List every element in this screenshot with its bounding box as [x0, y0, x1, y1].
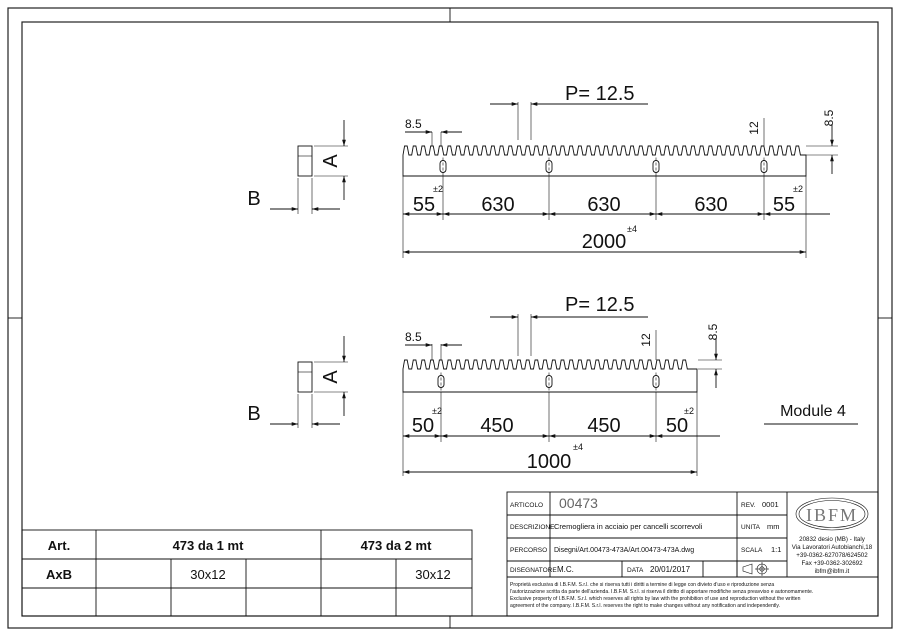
rack-hole — [652, 375, 660, 388]
rack-1m-seg-1: 50 — [412, 415, 434, 437]
tb-percorso-value: Disegni/Art.00473-473A/Art.00473-473A.dw… — [554, 547, 694, 554]
rack-2m-pitch: P= 12.5 — [565, 83, 635, 105]
rack-1m-seg-2: 450 — [480, 415, 513, 437]
rack-2m-dim-12: 12 — [747, 121, 761, 135]
rack-2m-teeth-profile — [402, 145, 807, 177]
tb-rev-label: REV. — [741, 502, 756, 509]
rack-hole — [439, 160, 447, 173]
rack-2m-section — [297, 145, 313, 177]
projection-symbol-icon — [742, 562, 769, 576]
table-cell-1m: 30x12 — [190, 567, 225, 582]
rack-2m-tol-left: ±2 — [433, 184, 443, 194]
rack-2m-seg-4: 630 — [694, 194, 727, 216]
rack-1m-label-a: A — [320, 370, 342, 384]
tb-scala-value: 1:1 — [771, 545, 781, 554]
logo-text: IBFM — [806, 505, 858, 525]
dimensions-table: Art. 473 da 1 mt 473 da 2 mt AxB 30x12 3… — [21, 529, 473, 617]
table-header-art: Art. — [48, 538, 70, 553]
tb-unita-label: UNITA — [741, 524, 761, 531]
rack-2m-label-b: B — [247, 188, 260, 210]
tb-legal-4: agreement of the company. I.B.F.M. S.r.l… — [510, 603, 780, 609]
tb-legal-2: l'autorizzazione scritta da parte dell'a… — [510, 589, 813, 595]
tb-percorso-label: PERCORSO — [510, 547, 547, 554]
tb-unita-value: mm — [767, 522, 780, 531]
rack-2m-drawing: A B P= 12.5 8.5 12 8.5 — [247, 83, 838, 258]
rack-2m-total-tol: ±4 — [627, 224, 637, 234]
tb-address-5: ibfm@ibfm.it — [815, 568, 850, 575]
rack-1m-pitch: P= 12.5 — [565, 294, 635, 316]
rack-2m-seg-1: 55 — [413, 194, 435, 216]
tb-articolo-value: 00473 — [559, 495, 598, 511]
rack-hole — [545, 160, 553, 173]
rack-2m-tol-right: ±2 — [793, 184, 803, 194]
title-block: ARTICOLO 00473 REV. 0001 DESCRIZIONE Cre… — [506, 491, 879, 617]
tb-address-4: Fax +39-0362-302692 — [801, 560, 863, 567]
rack-1m-label-b: B — [247, 403, 260, 425]
tb-articolo-label: ARTICOLO — [510, 502, 543, 509]
rack-1m-teeth-profile — [402, 359, 698, 393]
rack-2m-label-a: A — [320, 154, 342, 168]
module-label: Module 4 — [780, 403, 846, 420]
rack-2m-seg-2: 630 — [481, 194, 514, 216]
rack-hole — [760, 160, 768, 173]
rack-2m-seg-5: 55 — [773, 194, 795, 216]
tb-rev-value: 0001 — [762, 500, 779, 509]
rack-1m-tol-left: ±2 — [432, 406, 442, 416]
table-header-1m: 473 da 1 mt — [173, 538, 244, 553]
tb-disegnatore-value: M.C. — [557, 565, 574, 574]
tb-scala-label: SCALA — [741, 547, 763, 554]
tb-address-3: +39-0362-627078/624502 — [796, 552, 868, 559]
rack-1m-tol-right: ±2 — [684, 406, 694, 416]
tb-descrizione-value: Cremogliera in acciaio per cancelli scor… — [554, 522, 703, 531]
rack-hole — [437, 375, 445, 388]
rack-1m-dim-8-5-top: 8.5 — [405, 330, 422, 344]
outer-frame — [7, 7, 893, 629]
table-header-2m: 473 da 2 mt — [361, 538, 432, 553]
tb-data-label: DATA — [627, 567, 644, 574]
ibfm-logo: IBFM — [795, 497, 869, 531]
rack-2m-holes — [439, 157, 768, 176]
rack-hole — [545, 375, 553, 388]
rack-1m-total: 1000 — [527, 451, 572, 473]
tb-legal-3: Exclusive property of I.B.F.M. S.r.l. wh… — [510, 596, 801, 602]
tb-legal-1: Proprietà esclusiva di I.B.F.M. S.r.l. c… — [510, 582, 774, 588]
tb-address-2: Via Lavoratori Autobianchi,18 — [792, 544, 873, 551]
rack-1m-drawing: A B P= 12.5 8.5 12 8.5 50 ±2 — [247, 294, 722, 476]
rack-1m-section — [297, 361, 313, 393]
rack-2m-dim-8-5-top: 8.5 — [405, 117, 422, 131]
rack-hole — [652, 160, 660, 173]
rack-1m-dim-12: 12 — [639, 333, 653, 347]
table-cell-2m: 30x12 — [415, 567, 450, 582]
rack-1m-total-tol: ±4 — [573, 442, 583, 452]
rack-1m-holes — [437, 372, 660, 391]
rack-2m-dim-8-5-right: 8.5 — [822, 109, 836, 126]
tb-address-1: 20832 desio (MB) - Italy — [799, 536, 866, 543]
tb-disegnatore-label: DISEGNATORE — [510, 567, 557, 574]
tb-descrizione-label: DESCRIZIONE — [510, 524, 555, 531]
rack-1m-seg-4: 50 — [666, 415, 688, 437]
rack-1m-seg-3: 450 — [587, 415, 620, 437]
center-marks — [8, 8, 892, 628]
rack-2m-total: 2000 — [582, 231, 627, 253]
tb-data-value: 20/01/2017 — [650, 565, 691, 574]
table-row-label-axb: AxB — [46, 567, 72, 582]
rack-1m-dim-8-5-right: 8.5 — [706, 323, 720, 340]
rack-2m-seg-3: 630 — [587, 194, 620, 216]
